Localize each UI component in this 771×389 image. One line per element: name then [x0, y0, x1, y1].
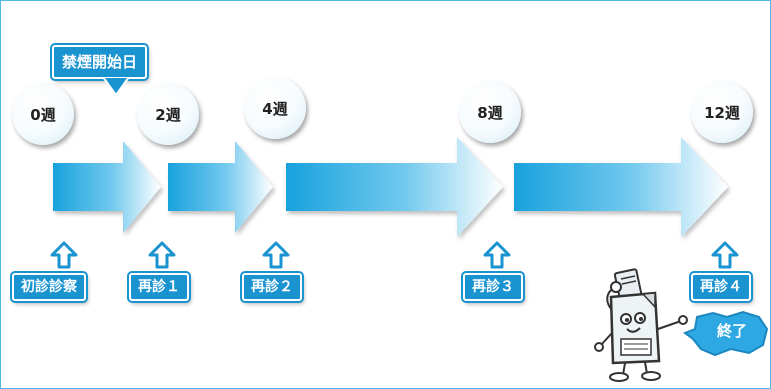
week-marker-8: 8週 [459, 81, 521, 143]
up-arrow-icon [148, 241, 176, 269]
visit-label-revisit-2: 再診２ [242, 273, 302, 301]
document-mascot-illustration [594, 268, 688, 382]
callout-pointer [101, 77, 131, 97]
end-label: 終了 [716, 322, 747, 340]
timeline-arrow-3 [286, 137, 503, 237]
visit-label-revisit-1: 再診１ [129, 273, 189, 301]
up-arrow-icon [711, 241, 739, 269]
timeline-arrow-2 [168, 141, 273, 233]
week-marker-4: 4週 [244, 77, 306, 139]
timeline-arrow-4 [514, 137, 728, 237]
week-marker-12: 12週 [691, 81, 753, 143]
week-marker-0: 0週 [12, 83, 74, 145]
quit-start-callout: 禁煙開始日 [52, 45, 148, 79]
up-arrow-icon [483, 241, 511, 269]
up-arrow-icon [50, 241, 78, 269]
end-bubble [683, 310, 769, 357]
timeline-arrow-1 [53, 141, 161, 233]
up-arrow-icon [262, 241, 290, 269]
visit-label-initial: 初診診察 [12, 273, 86, 301]
visit-label-revisit-3: 再診３ [463, 273, 523, 301]
week-marker-2: 2週 [137, 83, 199, 145]
visit-label-revisit-4: 再診４ [691, 273, 751, 301]
